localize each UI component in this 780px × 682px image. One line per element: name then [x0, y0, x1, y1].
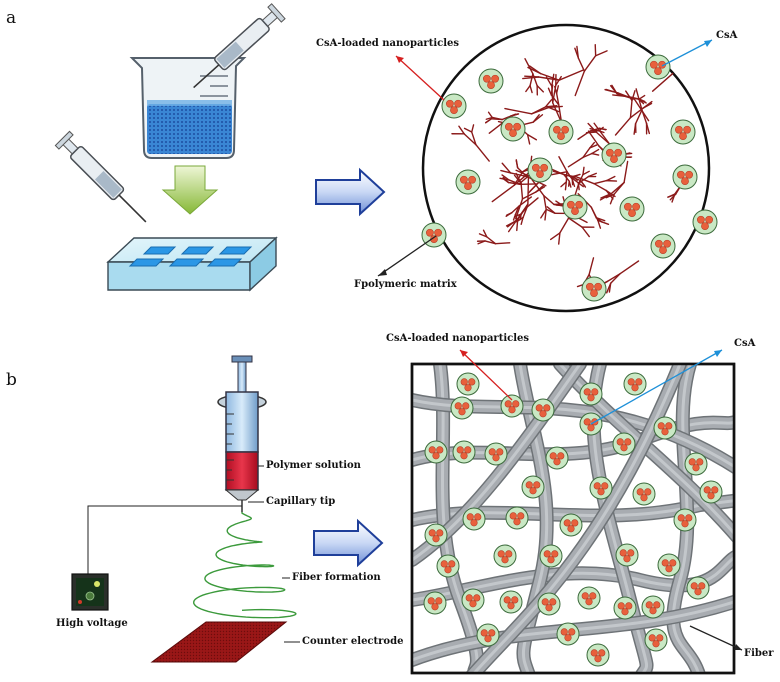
panel-b-letter: b	[6, 370, 17, 390]
nanoparticle	[654, 417, 676, 439]
nanoparticle	[646, 55, 670, 79]
nanoparticle	[674, 509, 696, 531]
nanoparticle	[538, 593, 560, 615]
high-voltage-wire	[88, 506, 242, 574]
nanoparticle	[582, 277, 606, 301]
nanoparticle	[485, 443, 507, 465]
fiber-label: Fiber	[744, 648, 774, 660]
nanoparticle	[633, 483, 655, 505]
leader-csa-a	[662, 40, 712, 66]
polymer-solution-label: Polymer solution	[266, 460, 361, 472]
matrix-label: Fpolymeric matrix	[354, 279, 457, 291]
nanoparticle	[590, 477, 612, 499]
nanoparticle	[557, 623, 579, 645]
csa-label-b: CsA	[734, 338, 755, 350]
right-arrow-b	[314, 521, 382, 565]
nanoparticle	[563, 195, 587, 219]
nanoparticle	[587, 644, 609, 666]
leader-matrix	[378, 236, 436, 276]
nanoparticle	[700, 481, 722, 503]
nanoparticle	[673, 165, 697, 189]
nanoparticle	[463, 508, 485, 530]
nanoparticle	[453, 441, 475, 463]
nanoparticle	[645, 629, 667, 651]
nanoparticle	[578, 587, 600, 609]
nanoparticle	[494, 545, 516, 567]
leader-nanoparticles-a	[396, 56, 444, 100]
polymer-solution	[226, 452, 258, 490]
nanoparticles-label-b: CsA-loaded nanoparticles	[386, 333, 529, 345]
nanoparticle	[580, 383, 602, 405]
nanoparticle	[693, 210, 717, 234]
right-arrow-a	[316, 170, 384, 214]
nanoparticles-label-a: CsA-loaded nanoparticles	[316, 38, 459, 50]
well-plate	[108, 238, 276, 290]
nanoparticle	[560, 514, 582, 536]
nanoparticle	[642, 596, 664, 618]
nanoparticle	[451, 397, 473, 419]
nanoparticle	[685, 453, 707, 475]
nanoparticle	[546, 447, 568, 469]
syringe-plate	[55, 131, 153, 229]
nanoparticle	[500, 591, 522, 613]
nanoparticle	[620, 197, 644, 221]
nanoparticle	[479, 69, 503, 93]
nanoparticle	[457, 373, 479, 395]
nanoparticle	[616, 544, 638, 566]
nanoparticle	[456, 170, 480, 194]
nanoparticle	[477, 624, 499, 646]
nanoparticle	[602, 143, 626, 167]
nanoparticle	[549, 120, 573, 144]
nanoparticle	[506, 507, 528, 529]
nanoparticle	[501, 395, 523, 417]
nanoparticle	[687, 577, 709, 599]
high-voltage-label: High voltage	[56, 618, 128, 630]
solution-liquid	[147, 104, 232, 154]
nanoparticle	[442, 94, 466, 118]
nanoparticle	[624, 373, 646, 395]
nanoparticle	[532, 399, 554, 421]
nanoparticle	[424, 592, 446, 614]
down-arrow	[163, 166, 217, 214]
panel-a-letter: a	[6, 8, 16, 28]
fiber-formation-label: Fiber formation	[292, 572, 381, 584]
nanoparticle	[540, 545, 562, 567]
counter-electrode	[152, 622, 286, 662]
counter-electrode-label: Counter electrode	[302, 636, 403, 648]
fiber-jet	[194, 512, 296, 618]
electrospinning-syringe	[218, 356, 266, 512]
high-voltage-supply	[72, 574, 108, 610]
csa-label-a: CsA	[716, 30, 737, 42]
nanoparticle	[522, 476, 544, 498]
nanoparticle	[613, 433, 635, 455]
nanoparticle	[437, 555, 459, 577]
nanoparticle	[614, 597, 636, 619]
nanoparticle	[425, 441, 447, 463]
nanoparticle	[658, 554, 680, 576]
capillary-tip-label: Capillary tip	[266, 496, 335, 508]
beaker	[132, 58, 244, 158]
nanoparticle	[501, 117, 525, 141]
nanoparticle	[425, 524, 447, 546]
nanoparticle	[462, 589, 484, 611]
nanoparticle	[671, 120, 695, 144]
nanoparticle	[651, 234, 675, 258]
nanoparticle	[528, 158, 552, 182]
